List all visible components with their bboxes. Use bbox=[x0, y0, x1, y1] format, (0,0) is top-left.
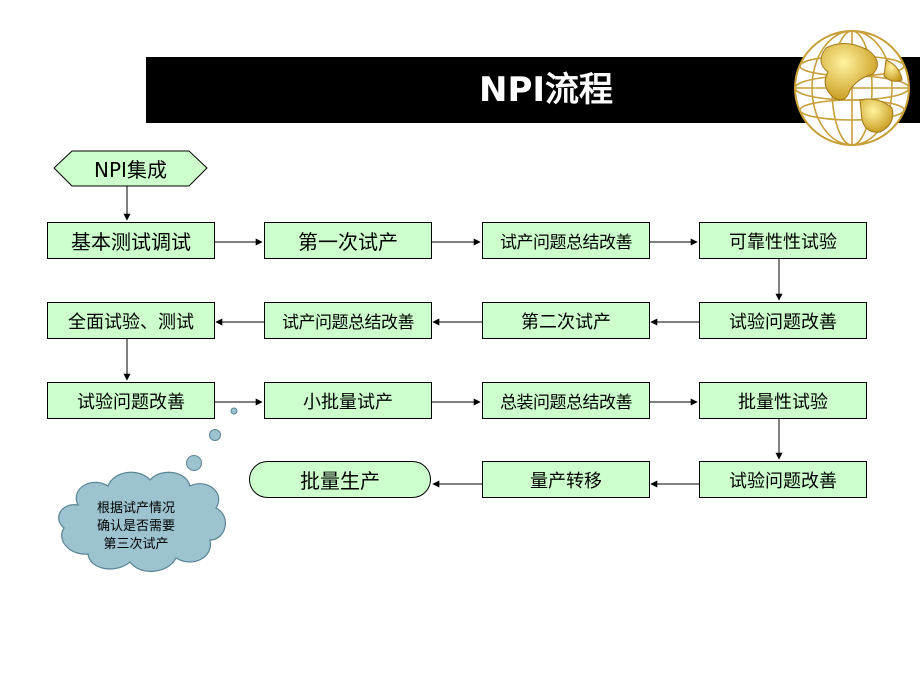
step-test-issue-improve-3: 试验问题改善 bbox=[699, 461, 867, 498]
step-basic-test-debug: 基本测试调试 bbox=[47, 222, 215, 259]
step-reliability-test: 可靠性性试验 bbox=[699, 222, 867, 259]
step-test-issue-improve-2: 试验问题改善 bbox=[47, 382, 215, 419]
note-text: 根据试产情况 确认是否需要 第三次试产 bbox=[78, 500, 194, 554]
thought-dot-large bbox=[186, 455, 202, 471]
step-test-issue-improve-1: 试验问题改善 bbox=[699, 302, 867, 339]
step-assembly-issue-summary: 总装问题总结改善 bbox=[482, 382, 650, 419]
thought-dot-small bbox=[230, 407, 238, 415]
title-bar bbox=[146, 57, 920, 123]
step-trial-issue-summary-2: 试产问题总结改善 bbox=[264, 302, 432, 339]
note-line: 第三次试产 bbox=[103, 537, 169, 552]
note-cloud bbox=[58, 471, 226, 572]
step-full-test: 全面试验、测试 bbox=[47, 302, 215, 339]
start-hexagon bbox=[53, 150, 208, 187]
step-small-batch-trial: 小批量试产 bbox=[264, 382, 432, 419]
step-trial-issue-summary-1: 试产问题总结改善 bbox=[482, 222, 650, 259]
step-second-trial-production: 第二次试产 bbox=[482, 302, 650, 339]
step-batch-test: 批量性试验 bbox=[699, 382, 867, 419]
note-line: 根据试产情况 bbox=[96, 501, 175, 516]
thought-dot-medium bbox=[209, 429, 221, 441]
step-mass-production-transfer: 量产转移 bbox=[482, 461, 650, 498]
step-first-trial-production: 第一次试产 bbox=[264, 222, 432, 259]
page-title: NPI流程 bbox=[478, 70, 614, 110]
start-node-label: NPI集成 bbox=[94, 158, 167, 182]
note-line: 确认是否需要 bbox=[96, 519, 175, 534]
end-node-mass-production: 批量生产 bbox=[249, 461, 431, 498]
